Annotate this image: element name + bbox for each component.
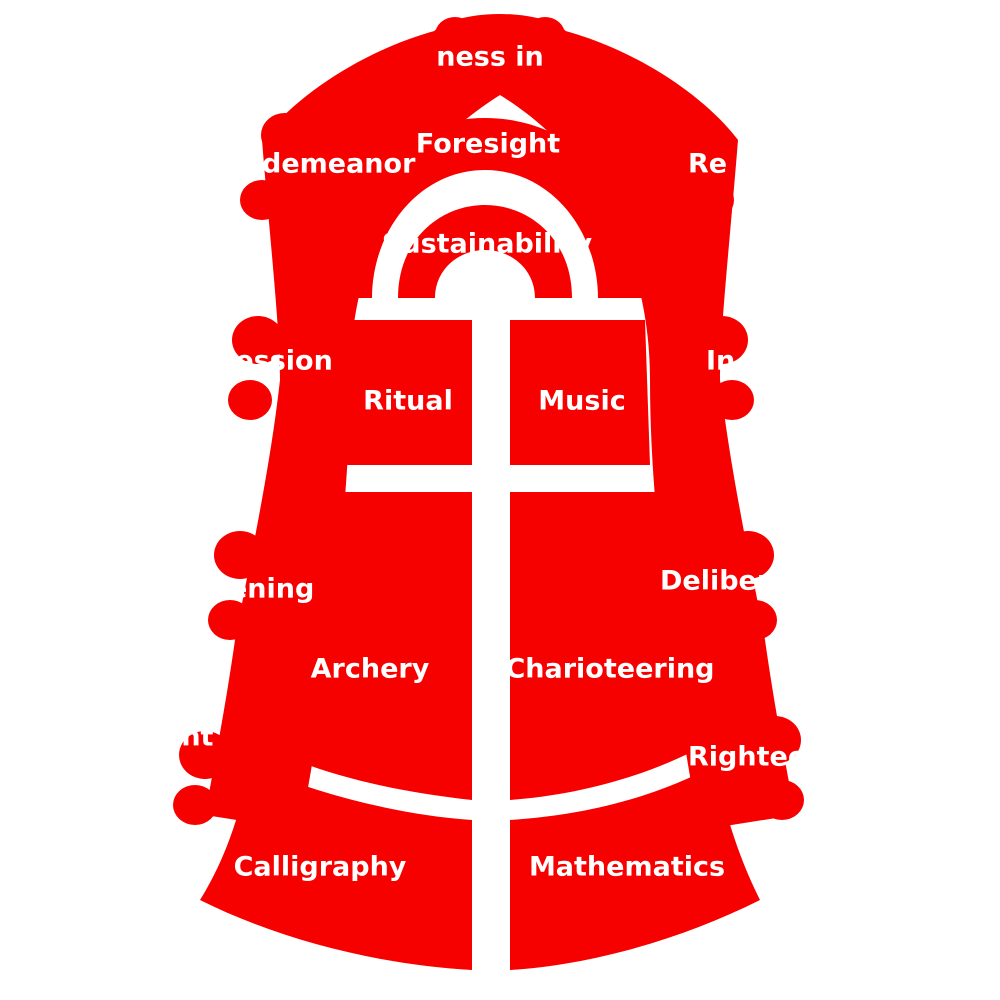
panel-charioteering bbox=[510, 492, 705, 800]
rim-right-label-4: Righteo bbox=[688, 742, 806, 773]
foresight-arch bbox=[318, 118, 652, 298]
rim-left-label-4: ght bbox=[162, 722, 214, 753]
rim-left-label-2: ression bbox=[222, 346, 333, 377]
arch-top-label: ness in bbox=[436, 42, 544, 73]
mathematics-label: Mathematics bbox=[529, 852, 725, 883]
music-label: Music bbox=[538, 386, 625, 417]
panel-music bbox=[510, 320, 650, 465]
rim-right-label-1: Re bbox=[688, 149, 727, 180]
panel-mathematics bbox=[510, 765, 760, 970]
calligraphy-label: Calligraphy bbox=[234, 852, 407, 883]
sustainability-arch bbox=[398, 205, 572, 298]
foresight-label: Foresight bbox=[416, 129, 560, 160]
rim-right-label-2: In bbox=[706, 346, 735, 377]
sustainability-label: Sustainability bbox=[382, 229, 593, 260]
panel-ritual bbox=[318, 320, 472, 465]
rim-left-label-1: demeanor bbox=[262, 149, 416, 180]
rim-right-label-3: Deliber bbox=[660, 566, 771, 597]
charioteering-label: Charioteering bbox=[505, 654, 714, 685]
archery-label: Archery bbox=[311, 654, 430, 685]
panel-archery bbox=[262, 492, 472, 800]
rim-left-label-3: stening bbox=[200, 574, 314, 605]
ritual-label: Ritual bbox=[363, 386, 453, 417]
panel-calligraphy bbox=[200, 765, 472, 970]
